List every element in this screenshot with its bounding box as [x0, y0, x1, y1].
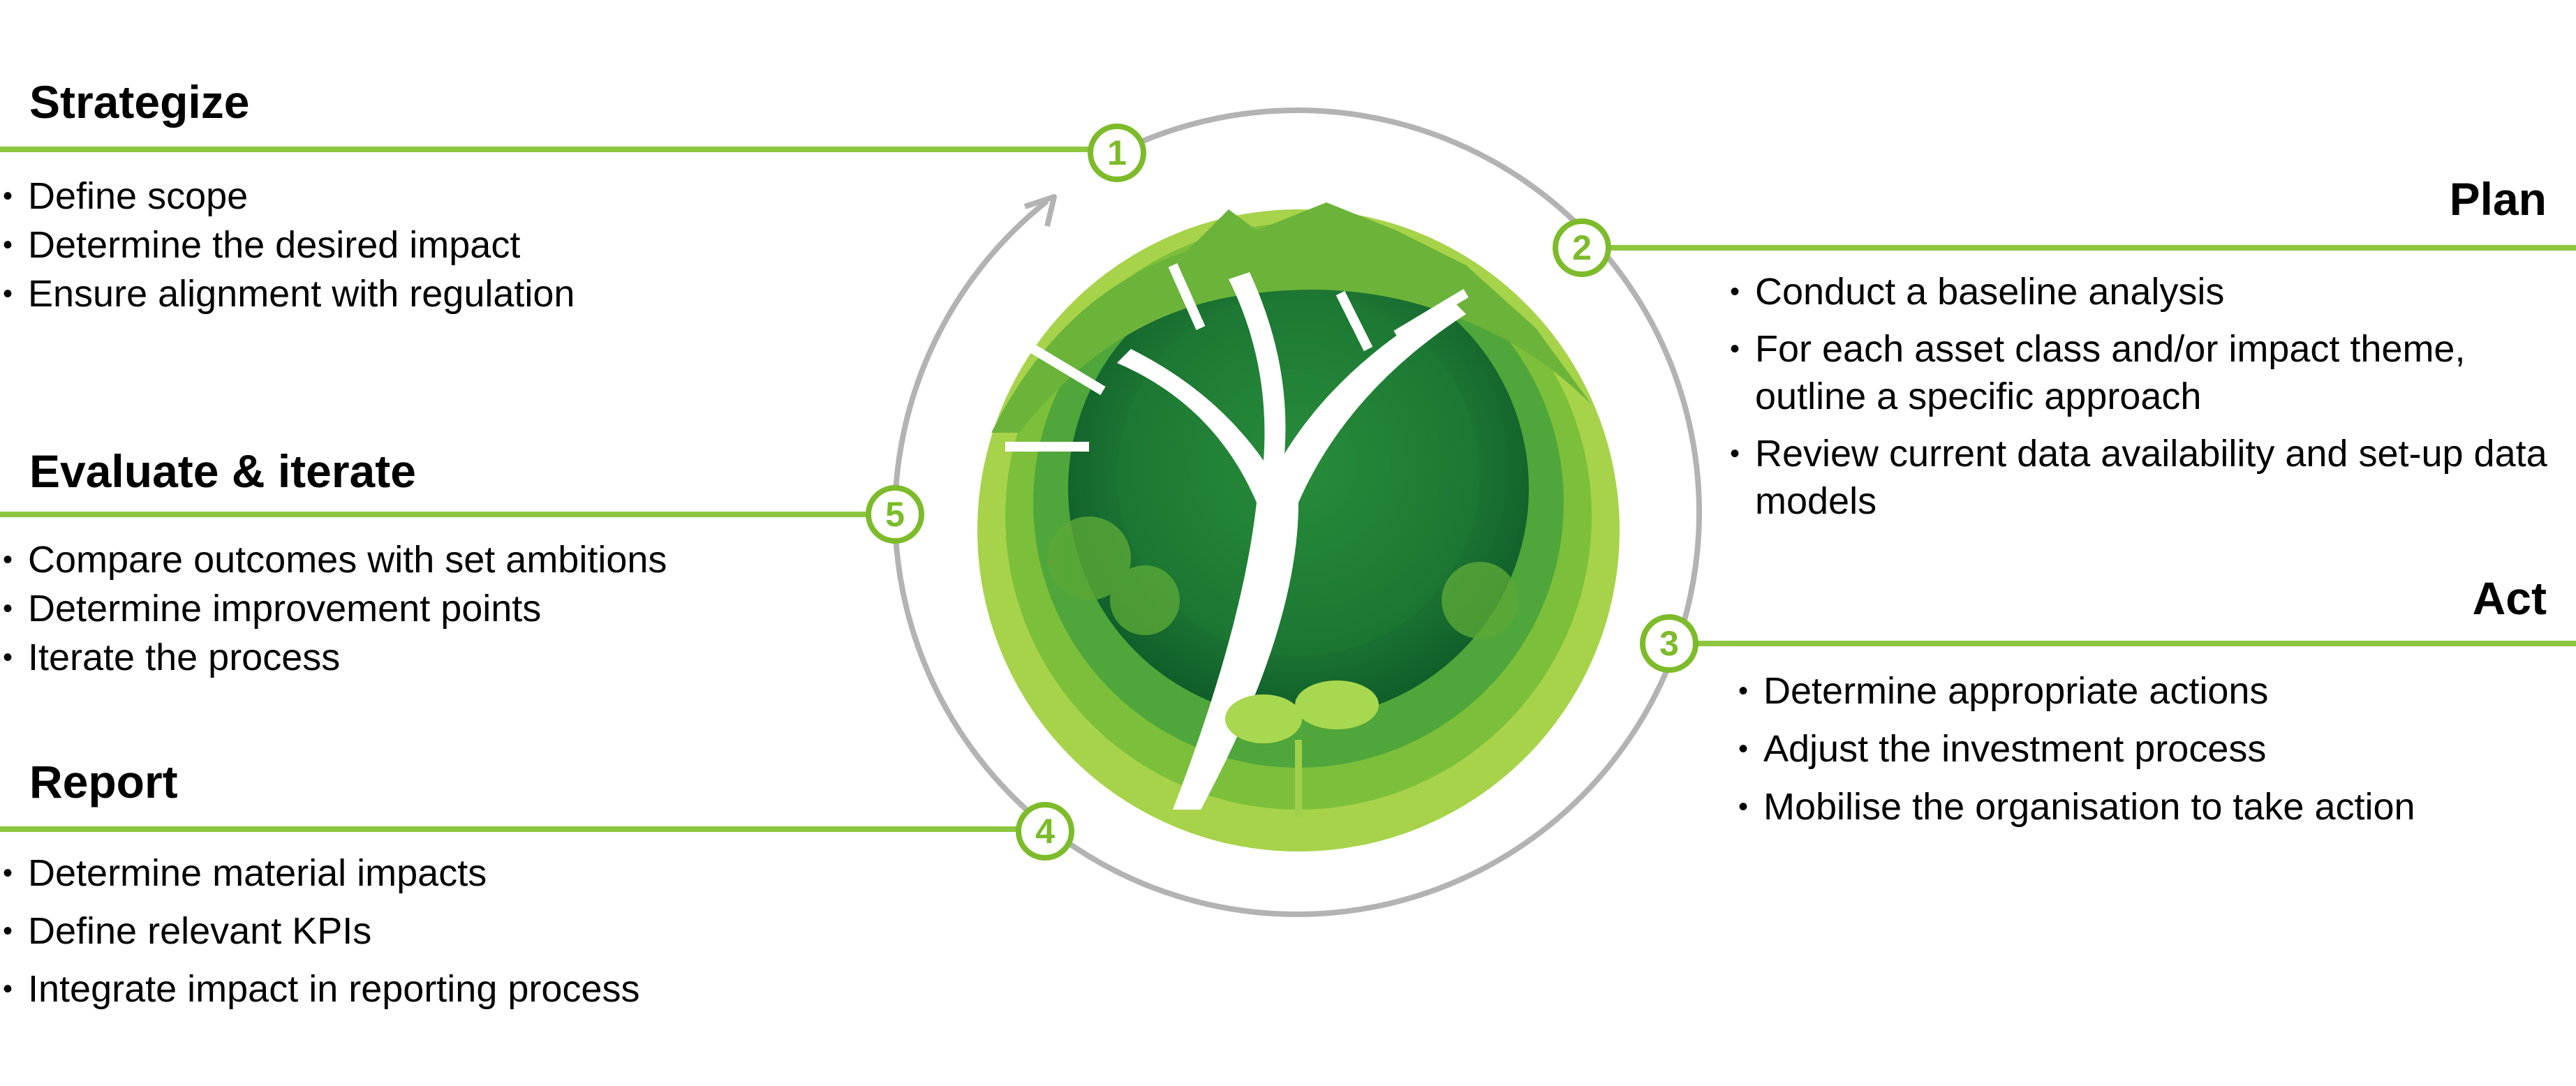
- plan-connector-line: [1606, 245, 2576, 251]
- step-2-badge: 2: [1553, 218, 1611, 277]
- list-item: Mobilise the organisation to take action: [1735, 778, 2415, 836]
- list-item: Determine appropriate actions: [1735, 662, 2415, 720]
- tree-trunk: [1117, 272, 1466, 810]
- strategize-list: Define scope Determine the desired impac…: [0, 172, 575, 318]
- report-connector-line: [0, 826, 1019, 832]
- list-item: Define relevant KPIs: [0, 902, 639, 960]
- list-item: Define scope: [0, 172, 575, 221]
- cycle-arrow-icon: [1023, 194, 1057, 227]
- list-item: Determine improvement points: [0, 584, 667, 633]
- list-item: Compare outcomes with set ambitions: [0, 535, 667, 584]
- report-title: Report: [29, 756, 178, 808]
- step-3-badge: 3: [1640, 614, 1698, 673]
- list-item: Determine material impacts: [0, 845, 639, 902]
- report-list: Determine material impacts Define releva…: [0, 845, 639, 1018]
- act-connector-line: [1693, 641, 2576, 646]
- act-title: Act: [2472, 572, 2547, 624]
- evaluate-list: Compare outcomes with set ambitions Dete…: [0, 535, 667, 682]
- evaluate-connector-line: [0, 512, 869, 517]
- list-item: Integrate impact in reporting process: [0, 960, 639, 1018]
- strategize-connector-line: [0, 147, 1089, 152]
- list-item: Review current data availability and set…: [1727, 430, 2565, 525]
- list-item: Determine the desired impact: [0, 221, 575, 269]
- step-1-badge: 1: [1088, 124, 1146, 182]
- list-item: Iterate the process: [0, 633, 667, 682]
- list-item: Ensure alignment with regulation: [0, 269, 575, 318]
- tree-illustration: [977, 202, 1620, 851]
- list-item: Conduct a baseline analysis: [1727, 268, 2565, 315]
- act-list: Determine appropriate actions Adjust the…: [1735, 662, 2415, 836]
- strategize-title: Strategize: [29, 76, 250, 128]
- list-item: For each asset class and/or impact theme…: [1727, 325, 2565, 420]
- list-item: Adjust the investment process: [1735, 720, 2415, 778]
- step-5-badge: 5: [866, 485, 924, 544]
- plan-title: Plan: [2449, 173, 2547, 225]
- plan-list: Conduct a baseline analysis For each ass…: [1727, 268, 2565, 525]
- evaluate-title: Evaluate & iterate: [29, 445, 416, 497]
- step-4-badge: 4: [1016, 802, 1074, 861]
